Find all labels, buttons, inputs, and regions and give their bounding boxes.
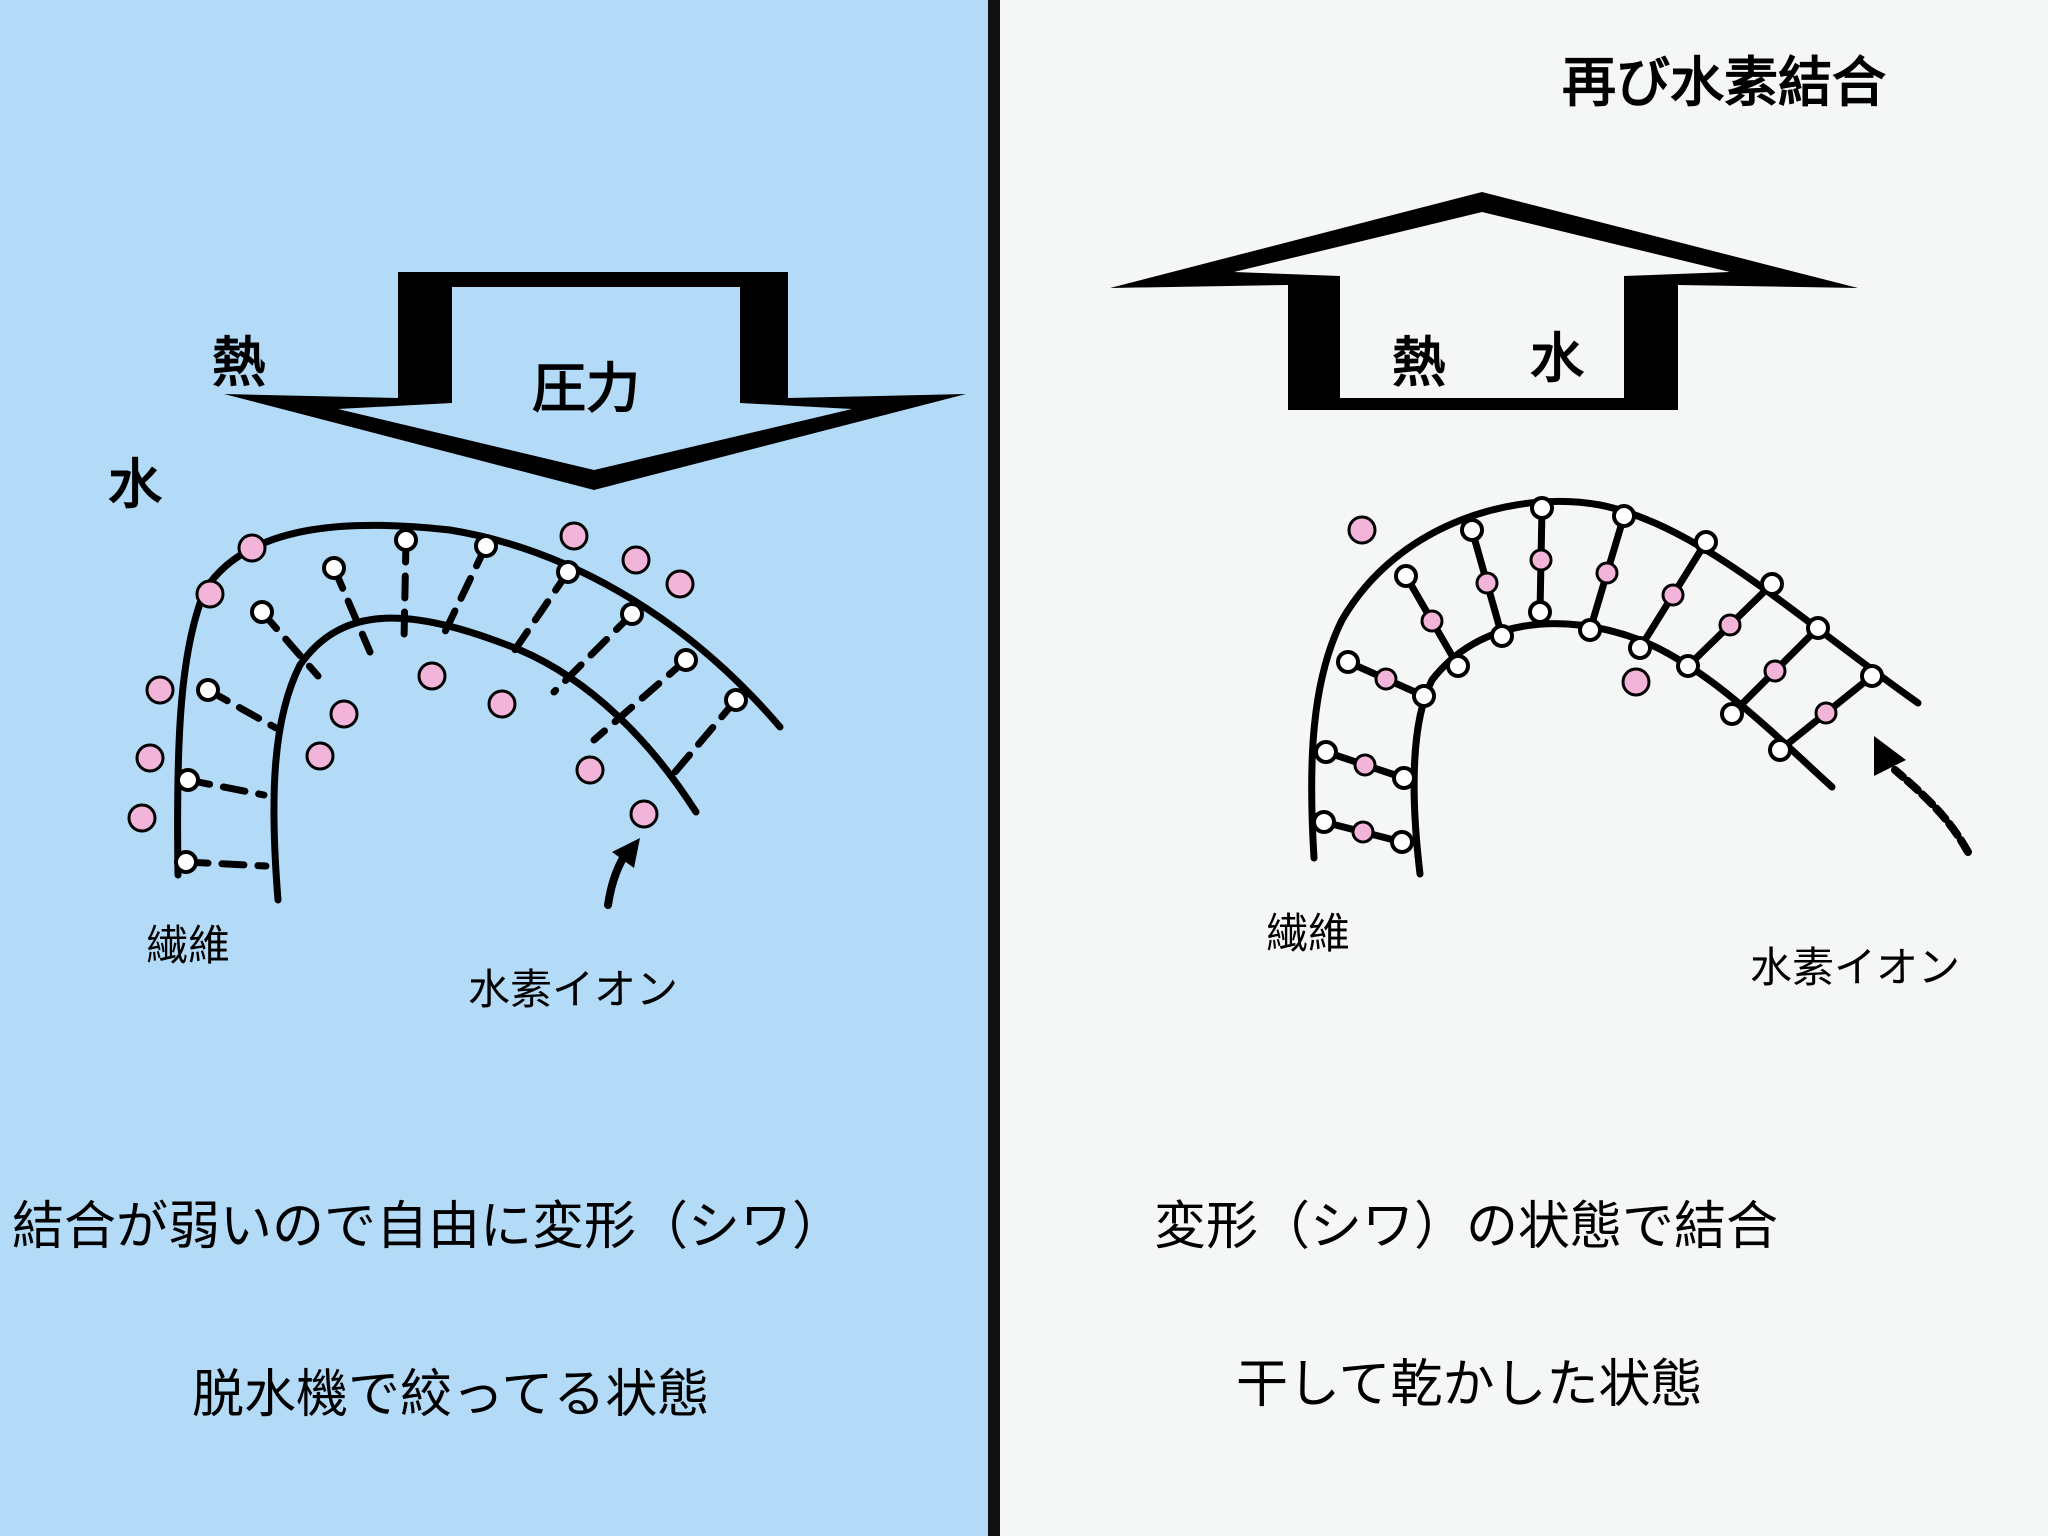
right-illustration — [1000, 0, 2048, 1536]
water-label: 水 — [1530, 314, 1584, 393]
fiber-node — [1678, 656, 1698, 676]
caption-line-2: 干して乾かした状態 — [1236, 1342, 1702, 1417]
hydrogen-ion — [1816, 703, 1836, 723]
fiber-node — [1394, 768, 1414, 788]
left-panel: 熱 圧力 水 繊維 水素イオン 結合が弱いので自由に変形（シワ） 脱水機で絞って… — [0, 0, 988, 1536]
fiber-node — [1762, 574, 1782, 594]
hydrogen-ion — [129, 805, 155, 831]
fiber-node — [1808, 618, 1828, 638]
fiber-node — [676, 650, 696, 670]
hydrogen-ion — [147, 677, 173, 703]
hydrogen-ion — [331, 701, 357, 727]
hydrogen-ion — [1349, 517, 1375, 543]
hydrogen-ion-label: 水素イオン — [1750, 934, 1960, 995]
fiber-node — [476, 536, 496, 556]
fiber-node — [1532, 498, 1552, 518]
heat-label: 熱 — [212, 318, 266, 397]
hydrogen-ion — [667, 571, 693, 597]
hydrogen-ion-group — [1349, 517, 1649, 695]
fiber-node — [252, 602, 272, 622]
fiber-node — [1392, 832, 1412, 852]
bond-spoke — [334, 568, 370, 652]
bond-spoke — [262, 612, 318, 676]
hydrogen-ion — [1623, 669, 1649, 695]
curved-arrow-icon — [1874, 736, 1968, 852]
fiber-node — [1770, 740, 1790, 760]
caption-line-2: 脱水機で絞ってる状態 — [192, 1352, 709, 1427]
hydrogen-ion-group — [129, 523, 693, 831]
hydrogen-ion — [239, 535, 265, 561]
fiber-node — [1630, 638, 1650, 658]
hydrogen-ion — [1597, 563, 1617, 583]
pressure-label: 圧力 — [532, 344, 640, 423]
hydrogen-ion — [623, 547, 649, 573]
fiber-node — [176, 852, 196, 872]
curved-arrow-icon — [608, 838, 640, 905]
caption-line-1: 変形（シワ）の状態で結合 — [1154, 1184, 1778, 1259]
fiber-node — [324, 558, 344, 578]
bond-spoke — [554, 614, 632, 692]
fiber-node — [1614, 506, 1634, 526]
fiber-node — [1414, 686, 1434, 706]
bond-spoke — [442, 546, 486, 638]
fiber-node — [622, 604, 642, 624]
caption-line-1: 結合が弱いので自由に変形（シワ） — [12, 1184, 844, 1259]
hydrogen-ion — [307, 743, 333, 769]
hydrogen-ion — [1353, 822, 1373, 842]
fiber-label: 繊維 — [1266, 900, 1350, 961]
fiber-node — [1396, 566, 1416, 586]
bond-spoke — [508, 572, 568, 660]
hydrogen-ion — [137, 745, 163, 771]
hydrogen-ion — [577, 757, 603, 783]
fiber-node — [198, 680, 218, 700]
fiber-label: 繊維 — [146, 912, 230, 973]
fiber-node — [1492, 626, 1512, 646]
hydrogen-ion — [489, 691, 515, 717]
bond-spoke — [670, 700, 736, 778]
hydrogen-ion — [561, 523, 587, 549]
fiber-node — [1696, 532, 1716, 552]
hydrogen-ion — [1477, 573, 1497, 593]
hydrogen-ion — [1531, 550, 1551, 570]
fiber-node — [396, 530, 416, 550]
spoke-group — [176, 530, 746, 872]
reconnect-title: 再び水素結合 — [1562, 38, 1886, 117]
fiber-node — [1448, 656, 1468, 676]
fiber-node — [1316, 742, 1336, 762]
hydrogen-ion — [197, 581, 223, 607]
bond-spoke — [404, 540, 406, 640]
up-arrow-icon — [1110, 192, 1858, 410]
hydrogen-ion — [419, 663, 445, 689]
fiber-node — [1580, 620, 1600, 640]
fiber-node — [1530, 602, 1550, 622]
fiber-node — [1338, 652, 1358, 672]
hydrogen-ion — [631, 801, 657, 827]
hydrogen-ion — [1355, 755, 1375, 775]
hydrogen-ion — [1376, 669, 1396, 689]
bond-spoke — [594, 660, 686, 740]
hydrogen-ion — [1720, 615, 1740, 635]
fiber-node — [1462, 520, 1482, 540]
right-panel: 再び水素結合 熱 水 繊維 水素イオン 変形（シワ）の状態で結合 干して乾かした… — [1000, 0, 2048, 1536]
fiber-node — [1314, 812, 1334, 832]
hydrogen-ion-label: 水素イオン — [468, 956, 678, 1017]
panel-divider — [988, 0, 1000, 1536]
heat-label: 熱 — [1392, 318, 1446, 397]
left-illustration — [0, 0, 988, 1536]
fiber-node — [1722, 704, 1742, 724]
hydrogen-ion — [1422, 611, 1442, 631]
fiber-node — [558, 562, 578, 582]
water-label: 水 — [108, 440, 162, 519]
hydrogen-ion — [1765, 661, 1785, 681]
bond-spoke — [186, 862, 266, 866]
fiber-node — [726, 690, 746, 710]
fiber-node — [1862, 666, 1882, 686]
fiber-node — [178, 770, 198, 790]
hydrogen-ion — [1663, 585, 1683, 605]
